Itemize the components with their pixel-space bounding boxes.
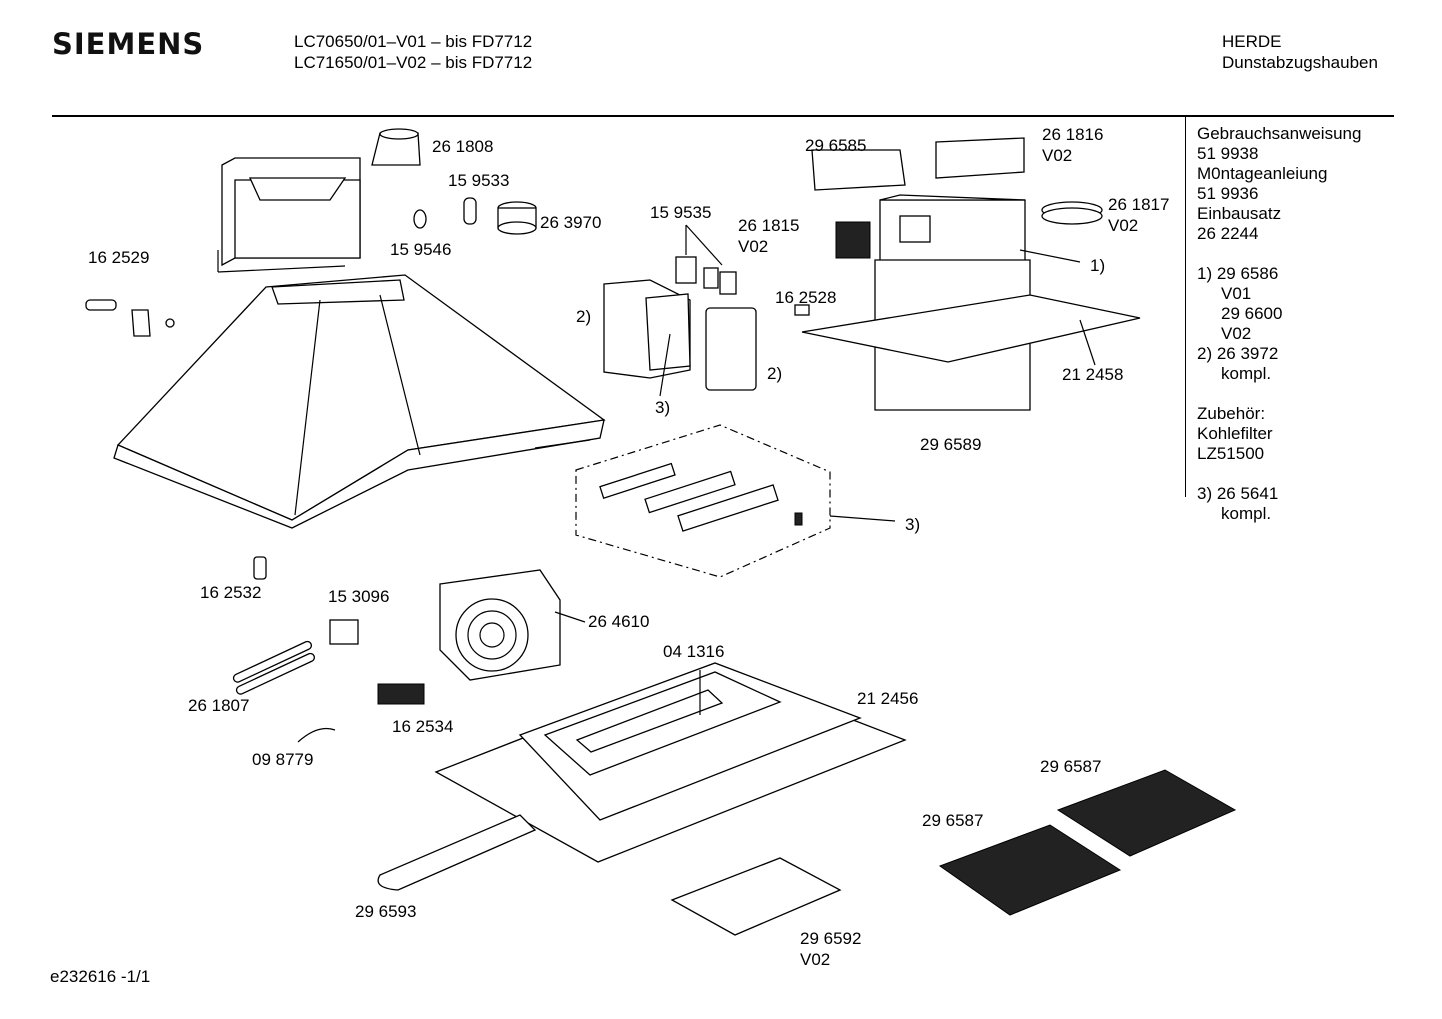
model-line-2: LC71650/01–V02 – bis FD7712 <box>294 53 533 72</box>
side-note: Einbausatz <box>1197 204 1282 223</box>
maker-label: HERDE <box>1222 32 1282 51</box>
category-label: Dunstabzugshauben <box>1222 53 1378 72</box>
part-label: 15 3096 <box>328 587 390 606</box>
part-label: 16 2529 <box>88 248 150 267</box>
part-label: 29 6587 <box>1040 757 1102 776</box>
part-label: 16 2532 <box>200 583 262 602</box>
part-label: 29 6585 <box>805 136 867 155</box>
header-divider <box>52 115 1394 117</box>
chimney-duct <box>794 137 1141 411</box>
part-label: V02 <box>800 950 831 969</box>
part-label: 16 2528 <box>775 288 837 307</box>
part-label: 26 4610 <box>588 612 650 631</box>
part-label: 29 6593 <box>355 902 417 921</box>
side-clip <box>85 299 175 337</box>
part-label: V02 <box>1108 216 1139 235</box>
side-note: V01 <box>1221 284 1252 303</box>
part-label: 1) <box>1090 256 1106 275</box>
control-panel-group <box>575 424 896 578</box>
part-label: 29 6589 <box>920 435 982 454</box>
grease-filters <box>670 769 1237 936</box>
part-label: 26 1817 <box>1108 195 1170 214</box>
model-line-1: LC70650/01–V01 – bis FD7712 <box>294 32 533 51</box>
part-label: V02 <box>738 237 769 256</box>
side-note: 2) 26 3972 <box>1197 344 1279 363</box>
part-label: 26 1808 <box>432 137 494 156</box>
part-label: 15 9535 <box>650 203 712 222</box>
part-label: 04 1316 <box>663 642 725 661</box>
side-note: Zubehör: <box>1197 404 1266 423</box>
fan-motor <box>439 569 586 681</box>
hood-chimney-cap <box>371 128 421 166</box>
part-label: 21 2458 <box>1062 365 1124 384</box>
side-notes: Gebrauchsanweisung 51 9938 M0ntageanleiu… <box>1197 124 1361 524</box>
part-label: 16 2534 <box>392 717 454 736</box>
side-note: 26 2244 <box>1197 224 1259 243</box>
part-label: 29 6592 <box>800 929 862 948</box>
hood-canopy <box>113 274 606 529</box>
part-label: 09 8779 <box>252 750 314 769</box>
electronics-module <box>603 224 757 397</box>
lamp-and-small-parts <box>232 556 425 743</box>
part-label: 26 1815 <box>738 216 800 235</box>
part-label: 26 1807 <box>188 696 250 715</box>
side-note: 29 6600 <box>1221 304 1283 323</box>
part-label: 3) <box>655 398 671 417</box>
lower-grease-panel <box>377 662 907 891</box>
side-note: 51 9936 <box>1197 184 1259 203</box>
side-note: V02 <box>1221 324 1252 343</box>
side-note: M0ntageanleiung <box>1197 164 1328 183</box>
part-label: 15 9533 <box>448 171 510 190</box>
part-label: 29 6587 <box>922 811 984 830</box>
side-divider <box>1185 117 1186 497</box>
part-label: 2) <box>576 307 592 326</box>
part-label: 26 1816 <box>1042 125 1104 144</box>
part-label: 26 3970 <box>540 213 602 232</box>
part-label: 3) <box>905 515 921 534</box>
small-parts-top <box>413 197 537 235</box>
side-note: 3) 26 5641 <box>1197 484 1279 503</box>
part-label: 15 9546 <box>390 240 452 259</box>
part-label: 2) <box>767 364 783 383</box>
wall-bracket-box <box>217 157 361 273</box>
side-note: Gebrauchsanweisung <box>1197 124 1362 143</box>
part-label: V02 <box>1042 146 1073 165</box>
side-note: 1) 29 6586 <box>1197 264 1279 283</box>
part-label: 21 2456 <box>857 689 919 708</box>
brand-logo: SIEMENS <box>52 27 205 61</box>
drawing-code: e232616 -1/1 <box>50 967 151 986</box>
side-note: Kohlefilter <box>1197 424 1273 443</box>
side-note: 51 9938 <box>1197 144 1259 163</box>
side-note: kompl. <box>1221 504 1272 523</box>
side-note: LZ51500 <box>1197 444 1265 463</box>
side-note: kompl. <box>1221 364 1272 383</box>
